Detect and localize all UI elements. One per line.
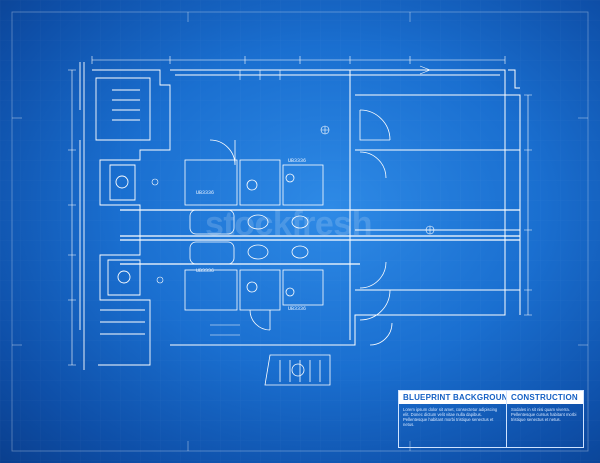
room-label: UB3336 bbox=[288, 306, 307, 312]
corridor bbox=[120, 209, 520, 265]
title-block-heading-right: CONSTRUCTION bbox=[507, 391, 583, 404]
main-block bbox=[170, 69, 521, 346]
lower-entry bbox=[264, 354, 331, 386]
door-swings bbox=[209, 109, 393, 346]
title-block-heading: BLUEPRINT BACKGROUND bbox=[399, 391, 506, 404]
bath-units bbox=[184, 159, 324, 311]
title-block-right: CONSTRUCTION Sodales in sit nisi quam vi… bbox=[507, 391, 583, 447]
dimension-lines bbox=[68, 56, 532, 366]
title-block: BLUEPRINT BACKGROUND Lorem ipsum dolor s… bbox=[398, 390, 584, 448]
room-label: UB3336 bbox=[288, 158, 307, 164]
left-wing bbox=[79, 62, 171, 370]
annotation-marks bbox=[151, 65, 435, 336]
title-block-text: Lorem ipsum dolor sit amet, consectetur … bbox=[403, 407, 498, 427]
title-block-left: BLUEPRINT BACKGROUND Lorem ipsum dolor s… bbox=[399, 391, 507, 447]
watermark: stockfresh bbox=[205, 205, 372, 243]
room-label: UB3336 bbox=[196, 190, 215, 196]
room-label: UB3336 bbox=[196, 268, 215, 274]
title-block-text-right: Sodales in sit nisi quam viverra. Pellen… bbox=[511, 407, 577, 422]
